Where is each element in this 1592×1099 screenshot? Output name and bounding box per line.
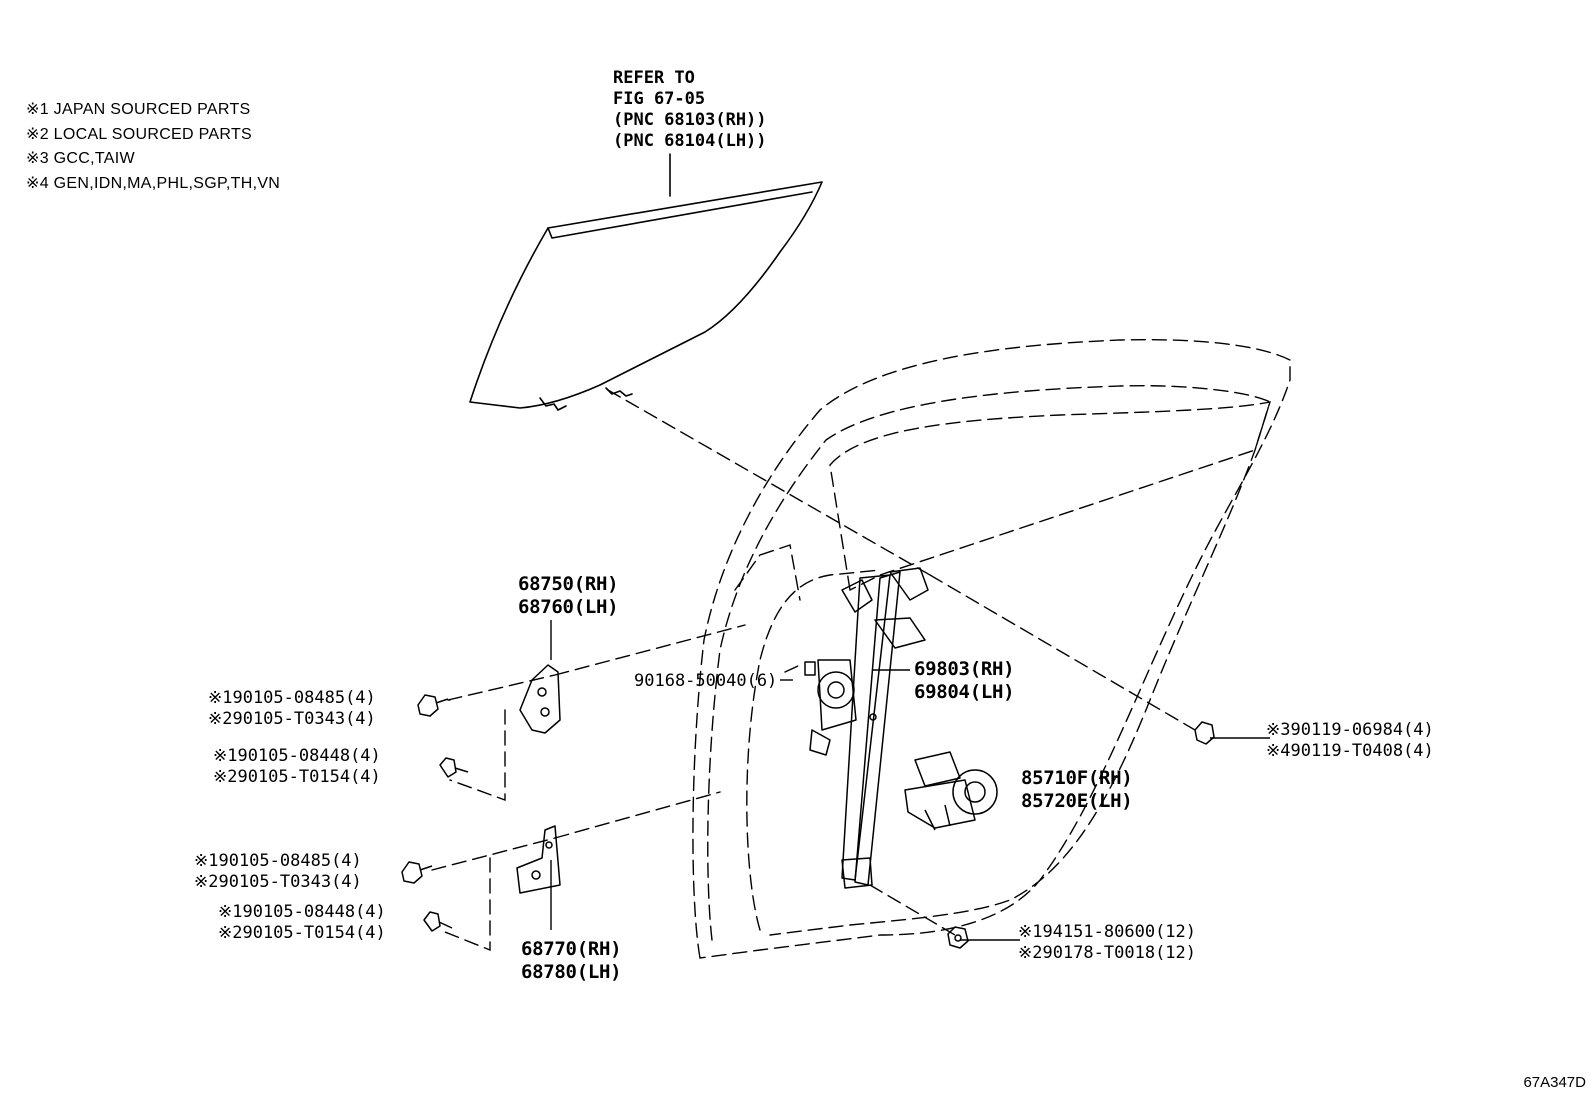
diagram-code: 67A347D bbox=[1523, 1074, 1586, 1091]
bolt-upper-1 bbox=[417, 694, 449, 717]
hinge-upper-label: 68750(RH) 68760(LH) bbox=[518, 573, 619, 618]
bolt-lower-2-label: ※190105-08448(4) ※290105-T0154(4) bbox=[218, 902, 386, 943]
window-regulator bbox=[809, 567, 929, 889]
refer-label: REFER TO FIG 67-05 (PNC 68103(RH)) (PNC … bbox=[613, 68, 767, 151]
clip-label: 90168-50040(6) bbox=[634, 671, 778, 691]
bolt-right bbox=[1194, 721, 1215, 745]
bolt-upper-2-label: ※190105-08448(4) ※290105-T0154(4) bbox=[213, 746, 381, 787]
note-1: ※1 JAPAN SOURCED PARTS bbox=[26, 101, 251, 118]
note-2: ※2 LOCAL SOURCED PARTS bbox=[26, 125, 252, 143]
bolt-lower-1-label: ※190105-08485(4) ※290105-T0343(4) bbox=[194, 851, 362, 892]
nut-label: ※194151-80600(12) ※290178-T0018(12) bbox=[1018, 922, 1197, 963]
note-4: ※4 GEN,IDN,MA,PHL,SGP,TH,VN bbox=[26, 174, 281, 192]
hinge-upper bbox=[519, 664, 561, 734]
bolt-right-label: ※390119-06984(4) ※490119-T0408(4) bbox=[1266, 720, 1434, 761]
bolt-upper-2 bbox=[439, 757, 469, 778]
bolt-upper-1-label: ※190105-08485(4) ※290105-T0343(4) bbox=[208, 688, 376, 729]
bolt-lower-1 bbox=[401, 861, 433, 884]
bolt-lower-2 bbox=[423, 911, 453, 932]
door-glass bbox=[469, 181, 823, 409]
door-outline bbox=[692, 338, 1291, 959]
motor-label: 85710F(RH) 85720E(LH) bbox=[1021, 767, 1133, 812]
hinge-lower bbox=[516, 825, 561, 894]
clip bbox=[804, 661, 816, 676]
hinge-lower-label: 68770(RH) 68780(LH) bbox=[521, 938, 622, 983]
nut bbox=[947, 926, 969, 949]
regulator-label: 69803(RH) 69804(LH) bbox=[914, 658, 1015, 703]
motor bbox=[904, 751, 998, 831]
notes: ※1 JAPAN SOURCED PARTS ※2 LOCAL SOURCED … bbox=[26, 98, 280, 196]
note-3: ※3 GCC,TAIW bbox=[26, 150, 135, 167]
